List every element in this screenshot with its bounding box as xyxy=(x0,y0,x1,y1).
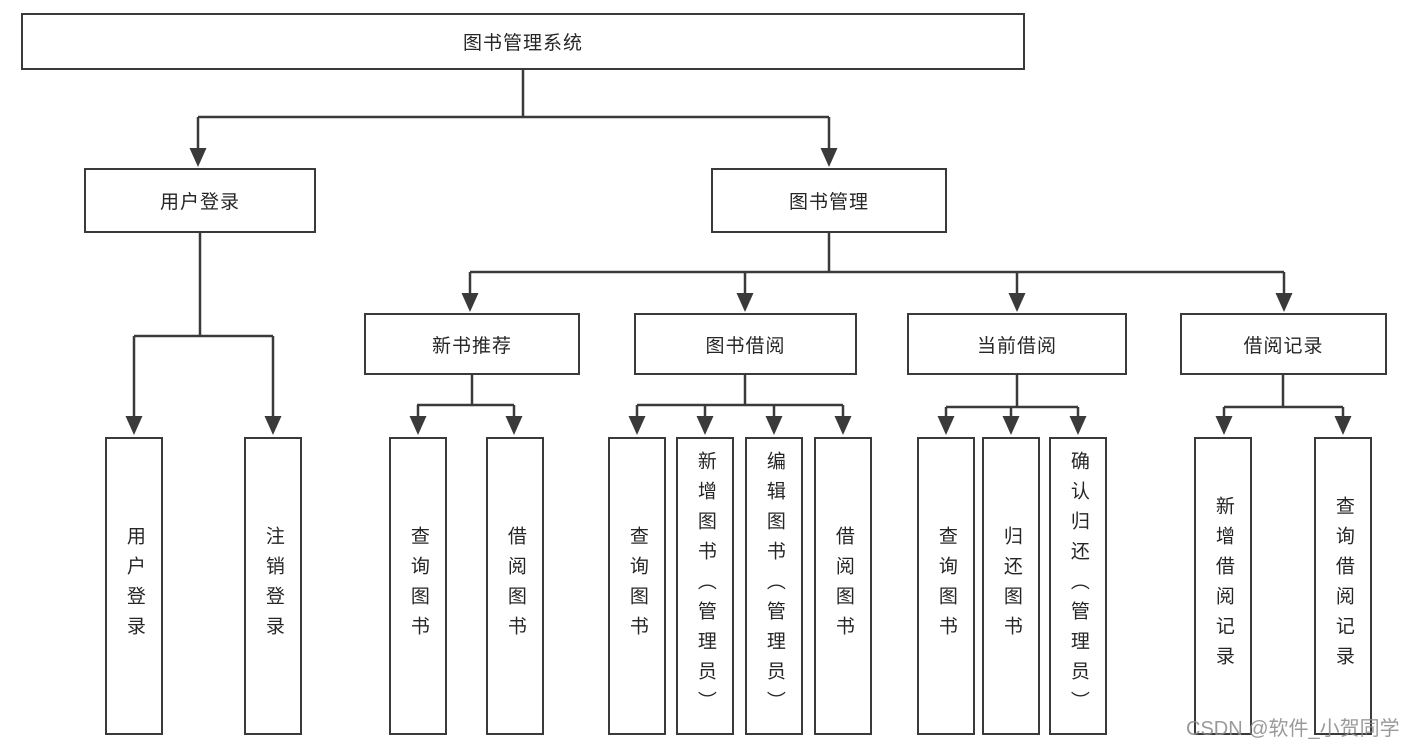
node-label: 编辑图书（管理员） xyxy=(763,451,785,721)
leaf-newbook-borrow-books: 借阅图书 xyxy=(486,437,544,735)
leaf-records-query-borrow-record: 查询借阅记录 xyxy=(1314,437,1372,735)
leaf-records-add-borrow-record: 新增借阅记录 xyxy=(1194,437,1252,735)
node-book-borrow: 图书借阅 xyxy=(634,313,857,375)
node-label: 借阅图书 xyxy=(832,526,854,646)
node-label: 借阅记录 xyxy=(1243,335,1324,357)
node-new-book-recommend: 新书推荐 xyxy=(364,313,580,375)
node-label: 查询图书 xyxy=(626,526,648,646)
node-label: 借阅图书 xyxy=(504,526,526,646)
csdn-watermark: CSDN @软件_小贺同学 xyxy=(1186,718,1400,740)
node-label: 图书管理系统 xyxy=(462,33,583,54)
node-label: 图书借阅 xyxy=(705,335,786,357)
leaf-current-confirm-return-admin: 确认归还（管理员） xyxy=(1049,437,1107,735)
node-label: 查询图书 xyxy=(407,526,429,646)
leaf-newbook-query-books: 查询图书 xyxy=(389,437,447,735)
node-label: 用户登录 xyxy=(123,526,145,646)
node-label: 归还图书 xyxy=(1000,526,1022,646)
node-label: 新增图书（管理员） xyxy=(694,451,716,721)
node-label: 图书管理 xyxy=(788,192,869,213)
node-label: 查询图书 xyxy=(935,526,957,646)
leaf-logout: 注销登录 xyxy=(244,437,302,735)
node-library-management-system: 图书管理系统 xyxy=(21,13,1025,70)
node-label: 用户登录 xyxy=(159,192,240,213)
leaf-borrow-borrow-books: 借阅图书 xyxy=(814,437,872,735)
node-label: 确认归还（管理员） xyxy=(1067,451,1089,721)
leaf-current-query-books: 查询图书 xyxy=(917,437,975,735)
leaf-borrow-edit-books-admin: 编辑图书（管理员） xyxy=(745,437,803,735)
node-label: 新增借阅记录 xyxy=(1212,496,1234,676)
leaf-current-return-books: 归还图书 xyxy=(982,437,1040,735)
node-label: 查询借阅记录 xyxy=(1332,496,1354,676)
node-label: 当前借阅 xyxy=(976,335,1057,357)
leaf-borrow-add-books-admin: 新增图书（管理员） xyxy=(676,437,734,735)
node-label: 新书推荐 xyxy=(431,335,512,357)
node-borrow-records: 借阅记录 xyxy=(1180,313,1387,375)
node-label: 注销登录 xyxy=(262,526,284,646)
node-user-login: 用户登录 xyxy=(84,168,316,233)
leaf-borrow-query-books: 查询图书 xyxy=(608,437,666,735)
leaf-user-login: 用户登录 xyxy=(105,437,163,735)
node-book-management: 图书管理 xyxy=(711,168,947,233)
node-current-borrow: 当前借阅 xyxy=(907,313,1127,375)
